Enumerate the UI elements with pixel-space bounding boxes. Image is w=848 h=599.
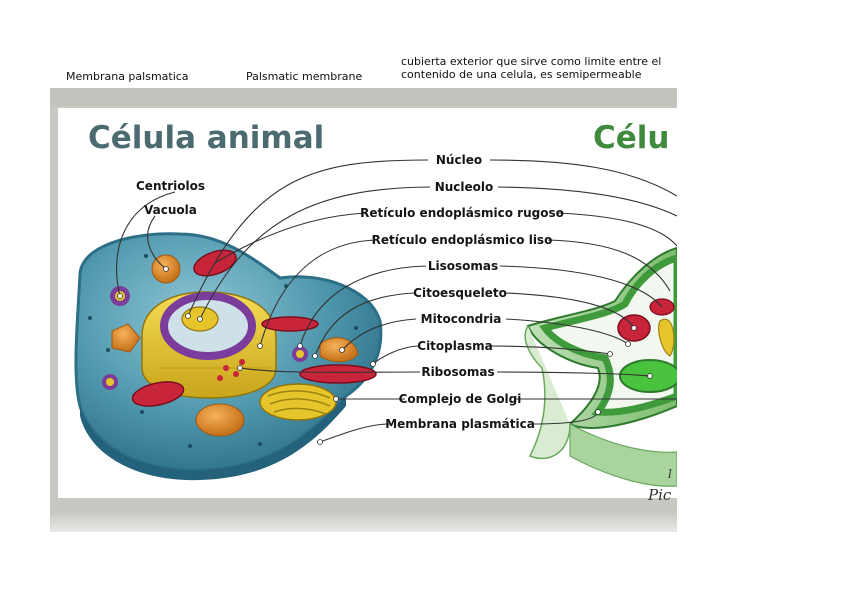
diagram-title-plant: Célu [593,120,669,156]
label-citoesqueleto: Citoesqueleto [413,286,507,300]
label-mitocondria: Mitocondria [421,312,502,326]
label-complejo-golgi: Complejo de Golgi [399,392,522,406]
cell-diagram-image: Célula animal Célu Pic l [50,106,677,514]
label-membrana-plasmatica: Membrana plasmática [385,417,535,431]
term-label: Membrana palsmatica [66,70,189,83]
cell-diagram-svg: Célula animal Célu Pic l [50,106,677,514]
illustrator-signature-mark: l [668,467,672,481]
diagram-title-animal: Célula animal [88,120,324,156]
illustrator-signature: Pic [647,486,672,504]
image-top-band [50,88,677,106]
label-vacuola: Vacuola [144,203,197,217]
label-ribosomas: Ribosomas [421,365,494,379]
label-centriolos: Centriolos [136,179,205,193]
image-bottom-band [50,514,677,532]
label-reticulo-rugoso: Retículo endoplásmico rugoso [360,206,564,220]
label-reticulo-liso: Retículo endoplásmico liso [372,233,553,247]
label-lisosomas: Lisosomas [428,259,498,273]
label-nucleo: Núcleo [436,153,482,167]
label-citoplasma: Citoplasma [417,339,492,353]
translation-label: Palsmatic membrane [246,70,362,83]
definition-text: cubierta exterior que sirve como limite … [401,55,681,81]
label-nucleolo: Nucleolo [435,180,494,194]
